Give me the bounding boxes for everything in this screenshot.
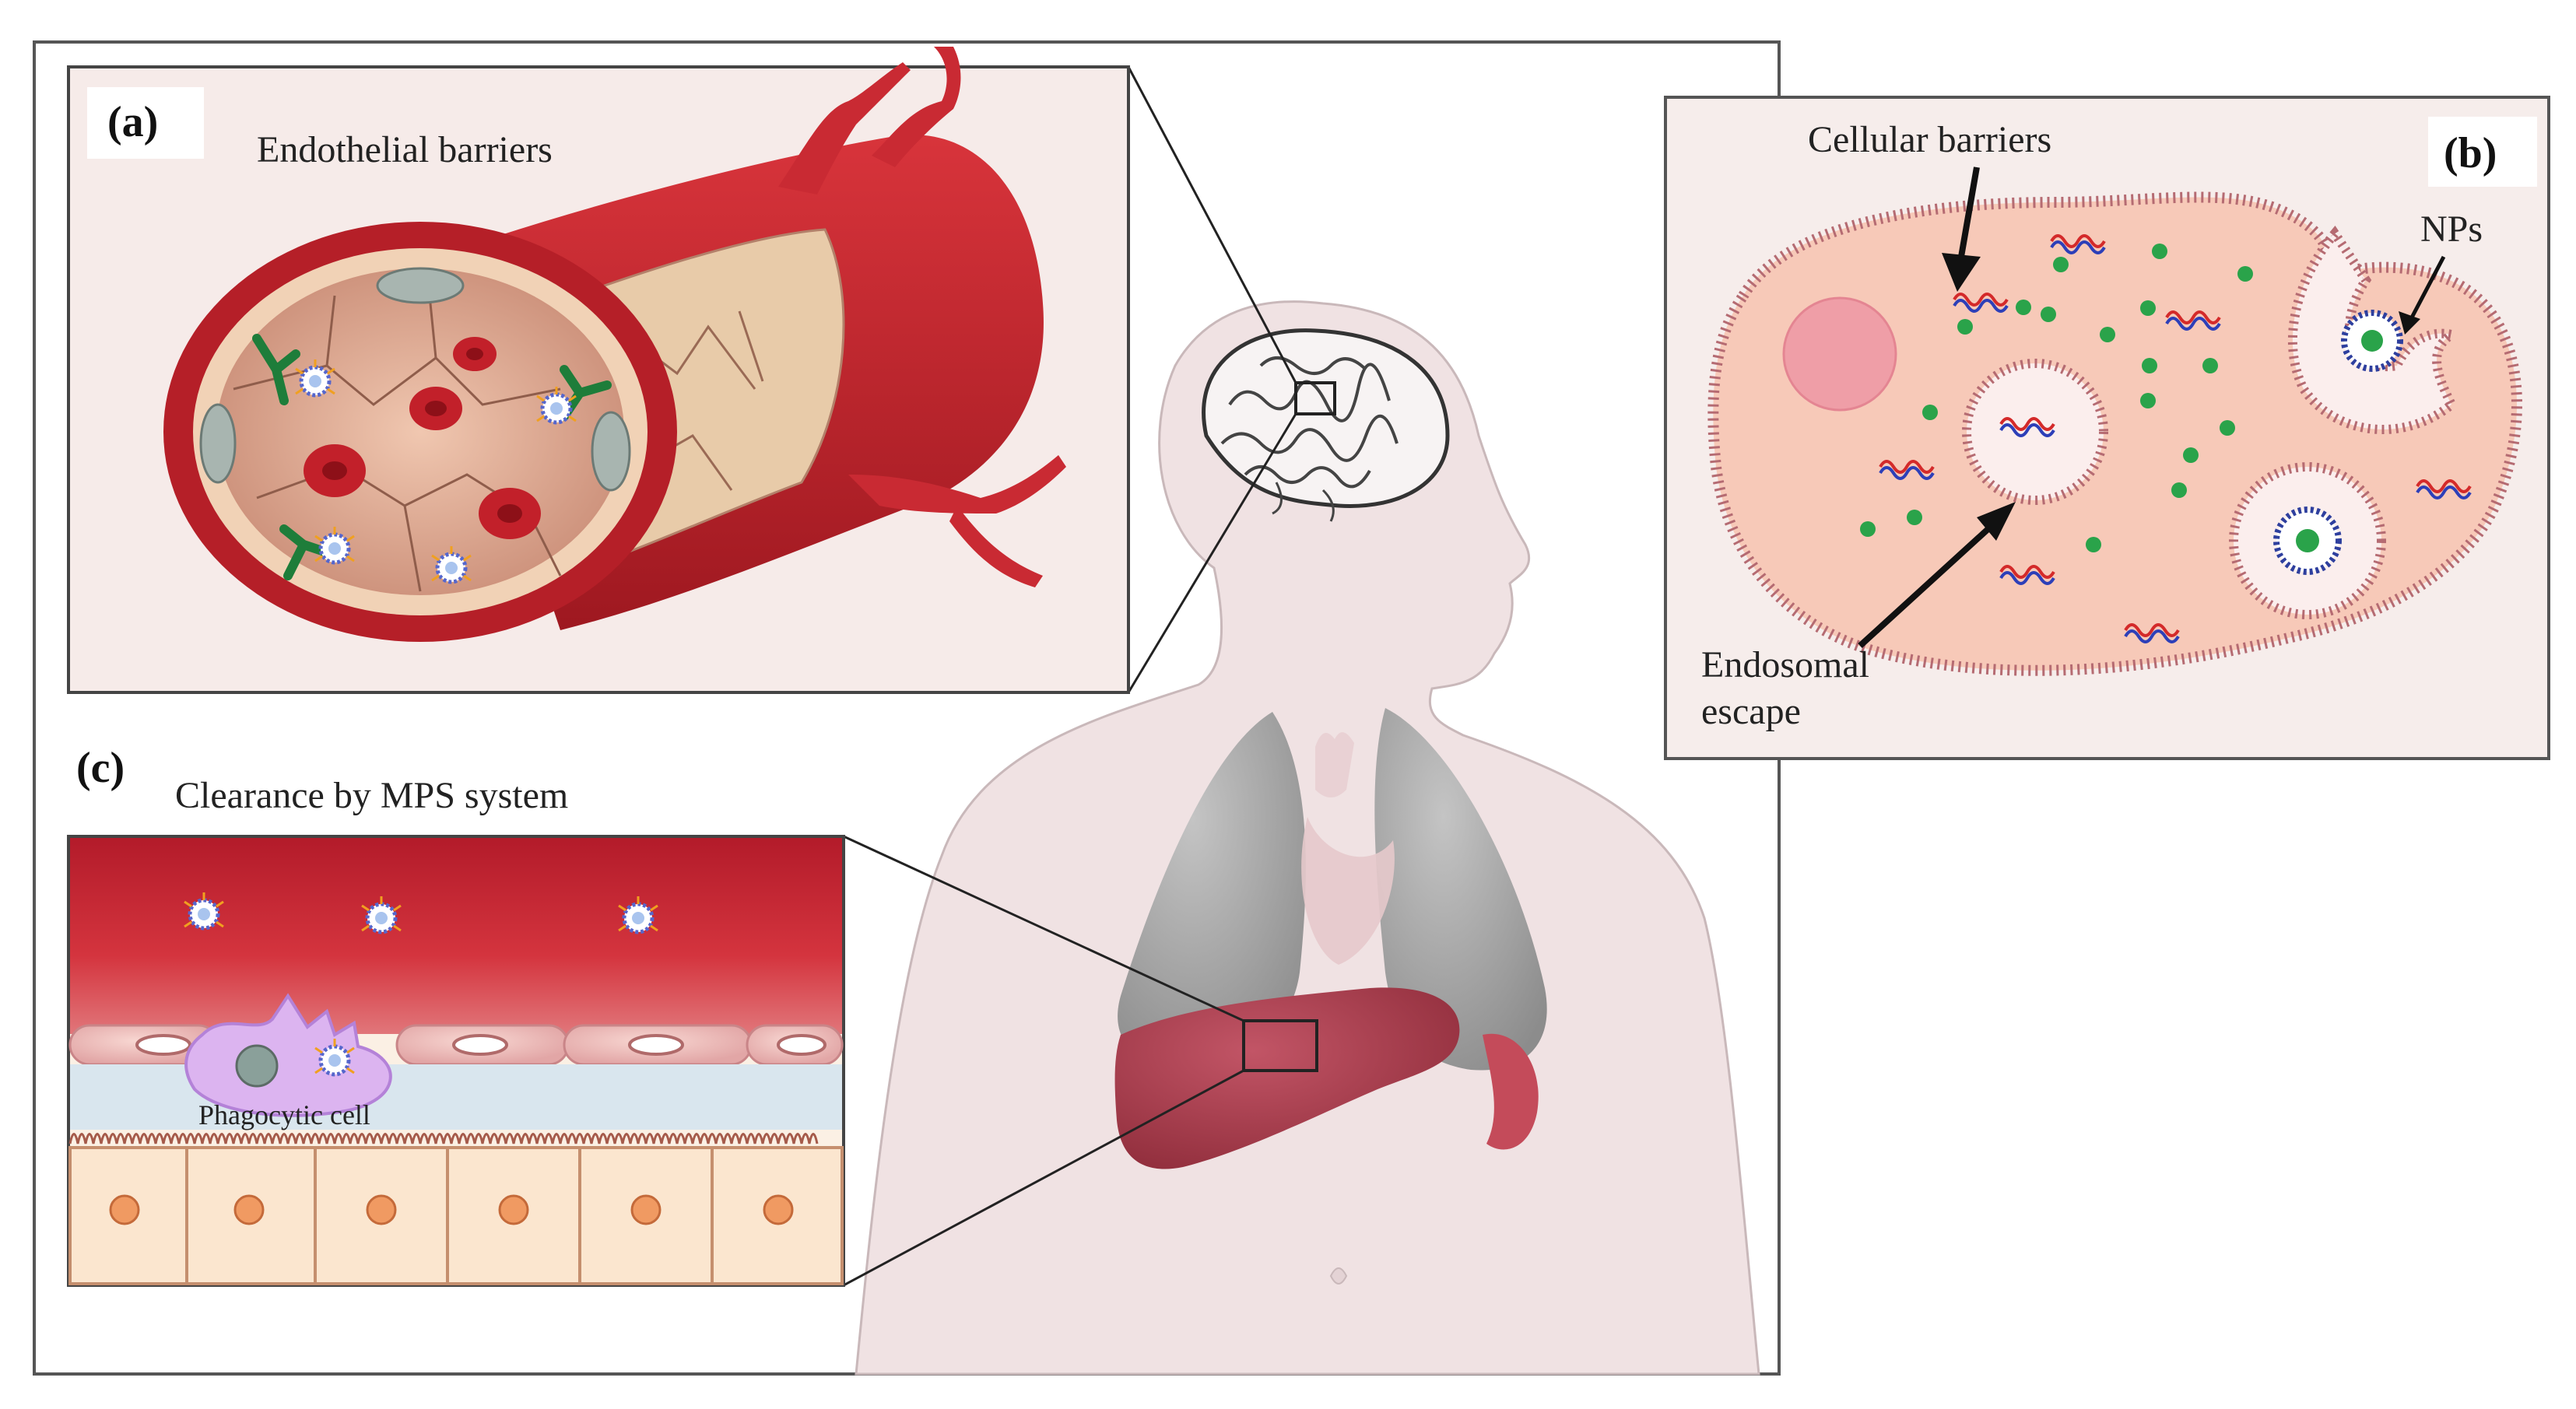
panel-b-letter: (b) [2444,129,2497,177]
connector-a-bottom [1127,413,1297,693]
phagocytic-cell-label: Phagocytic cell [198,1099,370,1130]
panel-a-letter: (a) [107,98,158,146]
brain-zoom-box [1294,381,1336,415]
panel-a-title: Endothelial barriers [257,129,553,170]
liver-zoom-box [1242,1019,1318,1072]
endosomal-escape-label-2: escape [1701,691,1801,732]
connector-c-bottom [843,1069,1244,1287]
connector-a-top [1127,66,1297,384]
panel-c-letter: (c) [76,744,125,792]
panel-b: (b) Cellul [1664,96,2550,760]
panel-b-title: Cellular barriers [1808,119,2051,160]
panel-a: (a) Endothelial barriers [67,47,1130,694]
panel-c-title: Clearance by MPS system [175,775,568,816]
endosomal-escape-label-1: Endosomal [1701,644,1869,685]
liver [1114,987,1539,1169]
lungs [1118,708,1547,1071]
nps-label: NPs [2420,209,2483,250]
connector-c-top [843,835,1244,1022]
brain [1202,328,1450,522]
panel-c: (c) Clearance by MPS system Phagocytic c… [58,731,845,1287]
